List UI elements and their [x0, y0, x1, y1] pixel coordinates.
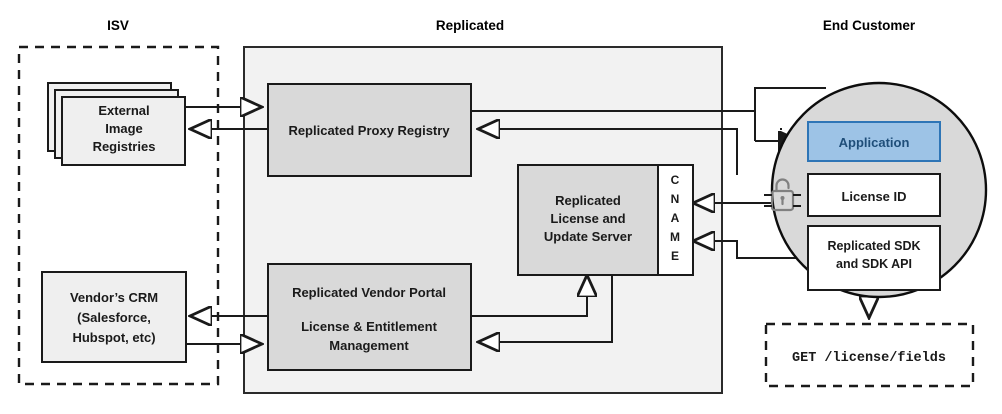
unlocked-padlock-icon [764, 178, 801, 212]
connector-server-to-portal [478, 275, 613, 342]
license-id-box[interactable]: License ID [807, 173, 941, 217]
group-title-end-customer: End Customer [823, 18, 916, 33]
replicated-license-update-server-box[interactable]: Replicated License and Update Server [517, 164, 659, 276]
group-title-isv: ISV [107, 18, 129, 33]
application-rect [807, 121, 941, 162]
sdk-label-line1: Replicated SDK [827, 239, 920, 253]
proxy-registry-label: Replicated Proxy Registry [288, 123, 450, 138]
vendors-crm-box[interactable]: Vendor’s CRM (Salesforce, Hubspot, etc) [41, 271, 187, 363]
api-call-box[interactable]: GET /license/fields [764, 322, 975, 388]
replicated-proxy-registry-box[interactable]: Replicated Proxy Registry [267, 83, 472, 177]
isv-boundary [17, 45, 220, 386]
connector-customer-to-proxy [478, 129, 738, 175]
sdk-rect [807, 225, 941, 291]
license-id-label: License ID [841, 189, 906, 204]
cname-letter-2: A [671, 211, 680, 225]
cname-strip: C N A M E [657, 164, 694, 276]
vendor-portal-label-line3: Management [329, 338, 409, 353]
registry-card-front [61, 96, 186, 166]
vendor-portal-label-line1: Replicated Vendor Portal [292, 285, 446, 300]
replicated-vendor-portal-box[interactable]: Replicated Vendor Portal License & Entit… [267, 263, 472, 371]
license-server-label-line2: License and [550, 211, 625, 226]
cname-letter-4: E [671, 249, 679, 263]
license-id-rect [807, 173, 941, 217]
crm-rect [41, 271, 187, 363]
vendor-portal-rect [267, 263, 472, 371]
connector-portal-to-server [471, 275, 587, 317]
group-title-replicated: Replicated [436, 18, 504, 33]
crm-label-line3: Hubspot, etc) [72, 330, 155, 345]
connector-sdk-to-server [693, 241, 800, 259]
cname-letter-1: N [671, 192, 680, 206]
api-call-rect [764, 322, 975, 388]
license-server-rect [517, 164, 659, 276]
registries-label-line3: Registries [93, 139, 156, 154]
proxy-registry-rect [267, 83, 472, 177]
crm-label-line2: (Salesforce, [77, 310, 151, 325]
sdk-label-line2: and SDK API [836, 257, 912, 271]
api-call-label: GET /license/fields [792, 351, 946, 366]
crm-label-line1: Vendor’s CRM [70, 290, 158, 305]
registries-label-line1: External [98, 103, 149, 118]
license-server-label-line1: Replicated [555, 193, 621, 208]
application-label: Application [839, 135, 910, 150]
external-image-registries[interactable]: External Image Registries [47, 82, 186, 166]
cname-letter-3: M [670, 230, 680, 244]
license-server-label-line3: Update Server [544, 229, 632, 244]
replicated-sdk-box[interactable]: Replicated SDK and SDK API [807, 225, 941, 291]
cname-rect [657, 164, 694, 276]
vendor-portal-label-line2: License & Entitlement [301, 319, 437, 334]
cname-letter-0: C [671, 173, 680, 187]
application-box[interactable]: Application [807, 121, 941, 162]
registries-label-line2: Image [105, 121, 143, 136]
